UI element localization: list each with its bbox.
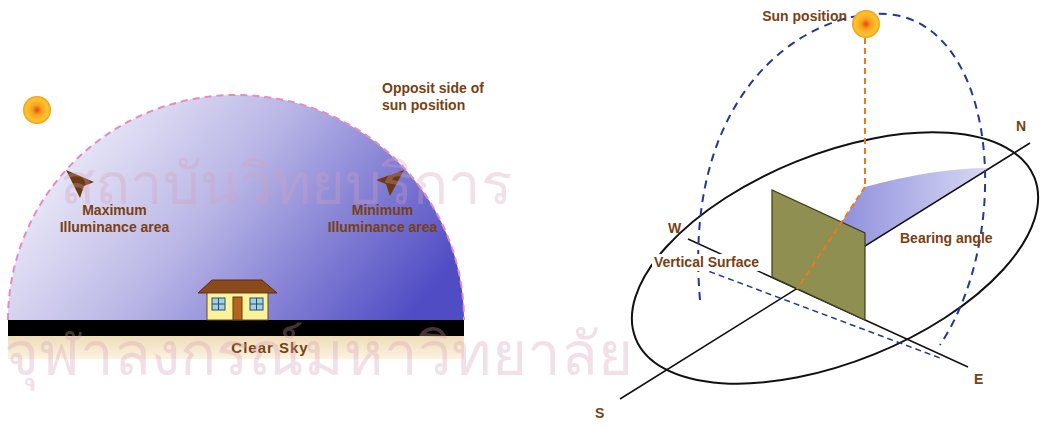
sun-label: Sun position <box>735 8 847 25</box>
compass-label: S <box>595 405 611 422</box>
sun-symbol <box>23 96 51 124</box>
angle-label: Bearing angle <box>900 230 1010 247</box>
house-wall <box>207 293 268 320</box>
compass-label: W <box>668 220 686 237</box>
window-frame <box>250 298 263 310</box>
compass-label: E <box>974 371 992 388</box>
north-south-axis <box>620 143 1030 399</box>
sun-path-arc <box>698 14 985 345</box>
sun-projection-line <box>864 38 866 187</box>
watermark: สถาบันวิทยบริการ <box>60 150 512 220</box>
house-door <box>233 297 242 320</box>
house-window <box>212 298 225 310</box>
horizon-ellipse <box>597 81 1040 427</box>
sun-symbol <box>852 10 880 38</box>
house-window <box>250 298 263 310</box>
watermark: จุฬาลงกรณ์มหาวิทยาลัย <box>4 318 633 390</box>
house-roof <box>198 280 277 293</box>
window-frame <box>212 298 225 310</box>
note-label: Opposit side of sun position <box>382 80 504 114</box>
sun-azimuth-line <box>797 187 865 289</box>
surface-label: Vertical Surface <box>652 254 761 271</box>
compass-label: N <box>1016 118 1034 135</box>
